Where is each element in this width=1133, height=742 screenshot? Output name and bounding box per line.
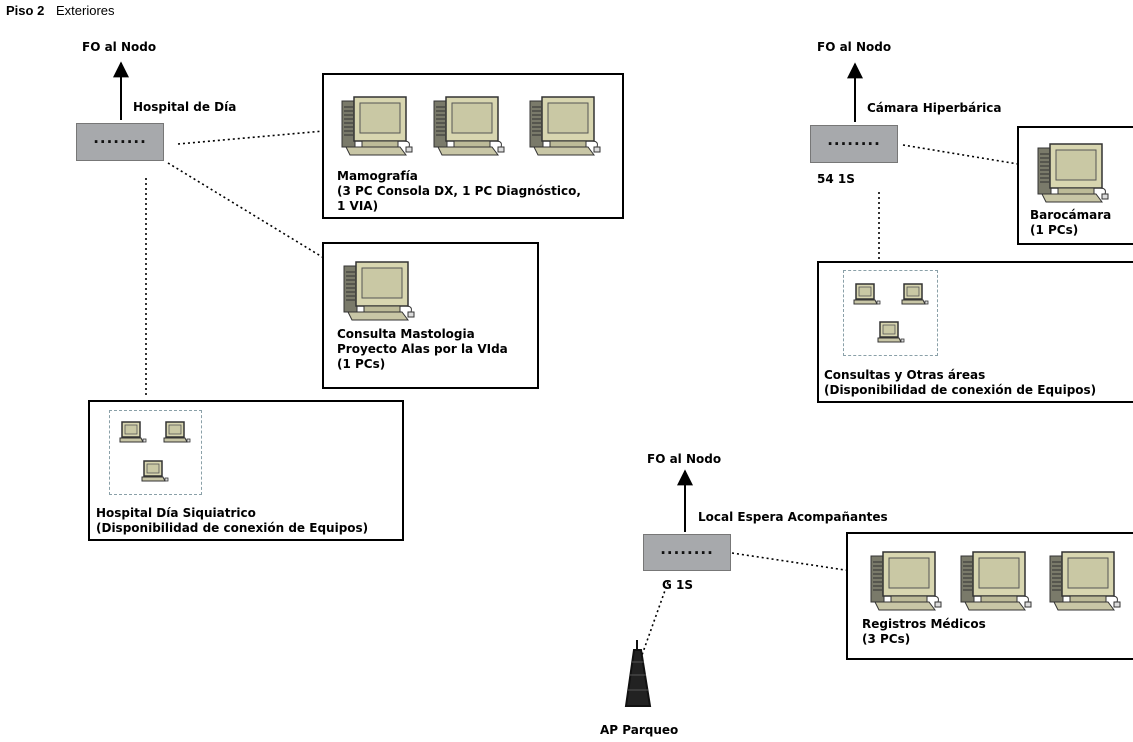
laptop-icon	[877, 320, 905, 352]
laptop-icon	[901, 282, 929, 314]
floor-label: Piso 2	[6, 3, 45, 18]
area-box-registros-medicos: Registros Médicos (3 PCs)	[846, 532, 1133, 660]
area-title: Consultas y Otras áreas	[824, 368, 986, 382]
area-box-consulta-mastologia: Consulta Mastologia Proyecto Alas por la…	[322, 242, 539, 389]
area-detail: (1 PCs)	[337, 357, 386, 371]
desktop-pc-icon	[1048, 550, 1128, 622]
area-detail: 1 VIA)	[337, 199, 379, 213]
link-hospital-mamografia	[177, 129, 336, 145]
laptop-icon	[163, 420, 191, 452]
switch-hospital-de-dia: ........	[76, 123, 164, 161]
area-detail: (Disponibilidad de conexión de Equipos)	[96, 521, 369, 535]
switch-ports: ........	[660, 540, 714, 558]
uplink-label-camara: FO al Nodo	[817, 40, 892, 54]
laptop-icon	[141, 459, 169, 491]
area-box-hospital-dia-siquiatrico: Hospital Día Siquiatrico (Disponibilidad…	[88, 400, 404, 541]
link-hospital-consulta	[167, 162, 338, 267]
area-detail: (3 PC Consola DX, 1 PC Diagnóstico,	[337, 184, 581, 198]
equipment-group	[109, 410, 202, 495]
area-title: Consulta Mastologia	[337, 327, 475, 341]
switch-id-camara: 54 1S	[817, 172, 855, 186]
area-detail: (3 PCs)	[862, 632, 911, 646]
laptop-icon	[853, 282, 881, 314]
switch-ports: ........	[827, 131, 881, 149]
uplink-label-hospital: FO al Nodo	[82, 40, 157, 54]
link-camara-barocamara	[902, 144, 1031, 167]
desktop-pc-icon	[959, 550, 1039, 622]
switch-ports: ........	[93, 129, 147, 147]
area-box-barocamara: Barocámara (1 PCs)	[1017, 126, 1133, 245]
area-detail: (1 PCs)	[1030, 223, 1079, 237]
switch-camara-hiperbarica: ........	[810, 125, 898, 163]
desktop-pc-icon	[342, 260, 422, 332]
area-label: Exteriores	[56, 3, 115, 18]
antenna-tower-icon	[624, 640, 652, 707]
area-title: Mamografía	[337, 169, 418, 183]
switch-id-local: G 1S	[662, 578, 694, 592]
area-detail: Proyecto Alas por la VIda	[337, 342, 508, 356]
desktop-pc-icon	[869, 550, 949, 622]
desktop-pc-icon	[1036, 142, 1116, 214]
area-title: Hospital Día Siquiatrico	[96, 506, 256, 520]
switch-local-espera: ........	[643, 534, 731, 571]
switch-label-local: Local Espera Acompañantes	[698, 510, 888, 524]
desktop-pc-icon	[432, 95, 512, 167]
switch-label-camara: Cámara Hiperbárica	[867, 101, 1002, 115]
equipment-group	[843, 270, 938, 356]
area-box-consultas-otras-areas: Consultas y Otras áreas (Disponibilidad …	[817, 261, 1133, 403]
switch-label-hospital: Hospital de Día	[133, 100, 237, 114]
desktop-pc-icon	[528, 95, 608, 167]
area-title: Barocámara	[1030, 208, 1112, 222]
access-point-label: AP Parqueo	[600, 723, 679, 737]
area-title: Registros Médicos	[862, 617, 986, 631]
area-box-mamografia: Mamografía (3 PC Consola DX, 1 PC Diagnó…	[322, 73, 624, 219]
uplink-label-local: FO al Nodo	[647, 452, 722, 466]
laptop-icon	[119, 420, 147, 452]
area-detail: (Disponibilidad de conexión de Equipos)	[824, 383, 1097, 397]
desktop-pc-icon	[340, 95, 420, 167]
